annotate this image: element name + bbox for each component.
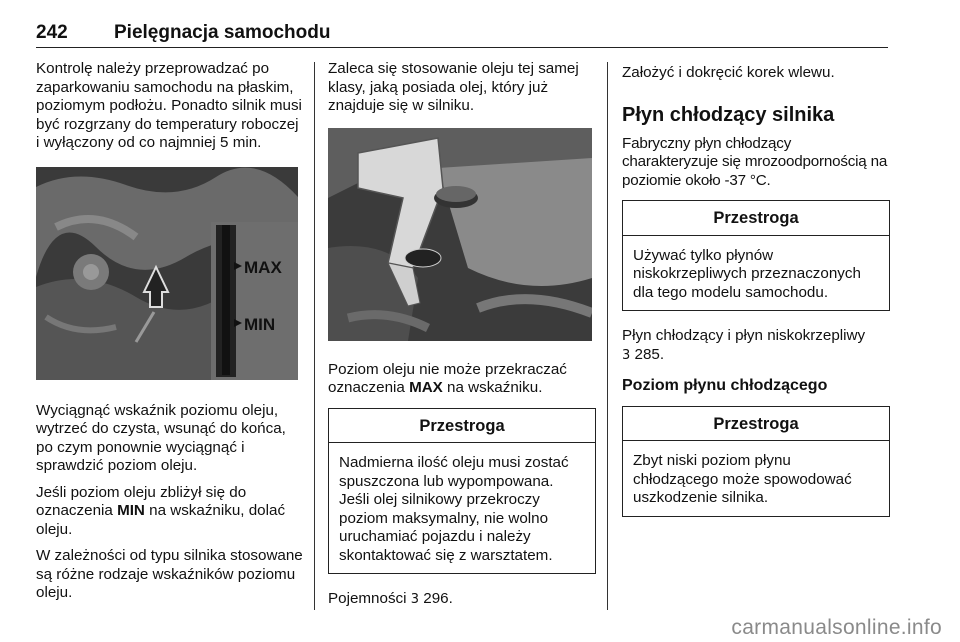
section-heading-coolant: Płyn chłodzący silnika bbox=[622, 103, 835, 126]
min-text-before: Jeśli poziom oleju zbliżył się do oznacz… bbox=[36, 483, 247, 520]
coolant-page-ref[interactable]: 285. bbox=[634, 345, 665, 363]
caution-title: Przestroga bbox=[329, 409, 595, 443]
caution-box-low-coolant: Przestroga Zbyt niski poziom płynu chłod… bbox=[622, 405, 890, 517]
min-text-after: na wskaźniku, dolać oleju. bbox=[36, 502, 286, 538]
caution-text: Nadmierna ilość oleju musi zostać spuszc… bbox=[339, 454, 569, 564]
capacity-page-ref[interactable]: 296. bbox=[423, 590, 453, 607]
caution-title-1: Przestroga bbox=[623, 201, 889, 236]
page-header: 242 Pielęgnacja samochodu bbox=[36, 22, 330, 44]
paragraph-pull-dipstick: Wyciągnąć wskaźnik poziomu oleju, wytrze… bbox=[36, 401, 286, 475]
column-divider-2 bbox=[607, 62, 608, 610]
max-label: MAX bbox=[244, 257, 282, 277]
subheading-coolant-level: Poziom płynu chłodzącego bbox=[622, 377, 828, 394]
paragraph-oil-class: Zaleca się stosowanie oleju tej samej kl… bbox=[328, 60, 579, 114]
caution-box-coolant-type: Przestroga Używać tylko płynów niskokrze… bbox=[622, 200, 890, 311]
paragraph-coolant-factory: Fabryczny płyn chłodzący charakteryzuje … bbox=[622, 134, 888, 189]
paragraph-min-level: Jeśli poziom oleju zbliżył się do oznacz… bbox=[36, 484, 304, 540]
max-text-after: na wskaźniku. bbox=[442, 379, 543, 396]
caution-text-2: Zbyt niski poziom płynu chłodzącego może… bbox=[633, 452, 852, 506]
oil-filling-illustration bbox=[328, 127, 592, 341]
paragraph-dipstick-types: W zależności od typu silnika stosowane s… bbox=[36, 547, 303, 601]
paragraph-check-conditions: Kontrolę należy przeprowadzać po zaparko… bbox=[36, 60, 302, 151]
caution-title-2: Przestroga bbox=[623, 407, 889, 441]
max-text-before: Poziom oleju nie może przekraczać oznacz… bbox=[328, 360, 567, 397]
max-mark: MAX bbox=[409, 379, 443, 396]
coolant-ref-text: Płyn chłodzący i płyn niskokrzepliwy bbox=[622, 327, 866, 344]
engine-dipstick-illustration: MAX MIN bbox=[36, 166, 298, 380]
page-number: 242 bbox=[36, 22, 68, 43]
header-rule bbox=[36, 47, 888, 48]
paragraph-coolant-ref: Płyn chłodzący i płyn niskokrzepliwy 3 28… bbox=[622, 327, 890, 365]
capacity-label: Pojemności bbox=[328, 590, 407, 607]
watermark: carmanualsonline.info bbox=[731, 616, 942, 639]
column-divider-1 bbox=[314, 62, 315, 610]
column-1: Kontrolę należy przeprowadzać po zaparko… bbox=[36, 60, 304, 611]
paragraph-max-level: Poziom oleju nie może przekraczać oznacz… bbox=[328, 361, 596, 398]
reference-arrow-icon: 3 bbox=[410, 592, 420, 607]
min-mark: MIN bbox=[117, 502, 145, 519]
paragraph-cap-tighten: Założyć i dokręcić korek wlewu. bbox=[622, 64, 835, 81]
paragraph-capacities: Pojemności 3 296. bbox=[328, 590, 596, 610]
caution-text-1: Używać tylko płynów niskokrzepliwych prz… bbox=[633, 246, 861, 301]
caution-box-overfill: Przestroga Nadmierna ilość oleju musi zo… bbox=[328, 407, 596, 574]
reference-arrow-icon: 3 bbox=[622, 347, 631, 363]
page-title: Pielęgnacja samochodu bbox=[114, 22, 331, 43]
column-3: Założyć i dokręcić korek wlewu. Płyn chł… bbox=[622, 60, 890, 533]
column-2: Zaleca się stosowanie oleju tej samej kl… bbox=[328, 60, 596, 618]
min-label: MIN bbox=[244, 314, 276, 334]
